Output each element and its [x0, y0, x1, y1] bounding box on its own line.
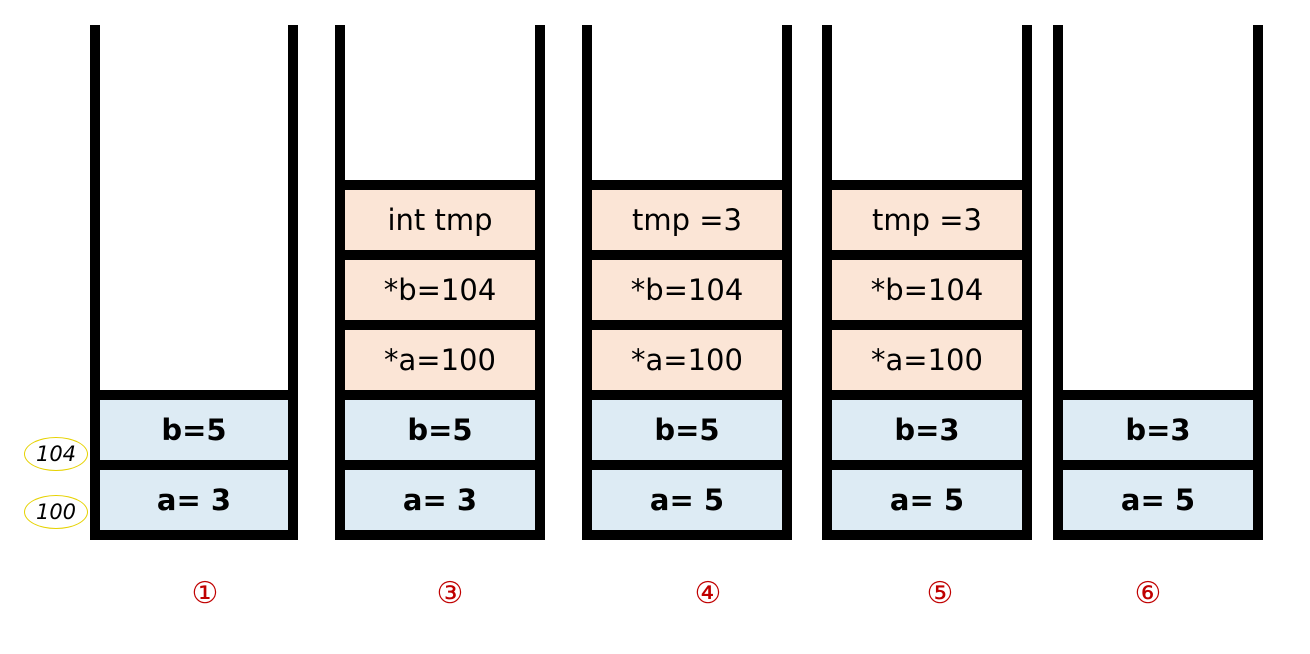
- stack-cell: tmp =3: [832, 180, 1022, 250]
- stack-cell: a= 3: [100, 460, 288, 530]
- stack-cell: b=3: [832, 390, 1022, 460]
- stack-cell: b=5: [345, 390, 535, 460]
- address-label-100: 100: [24, 495, 88, 529]
- step-label-1: ①: [191, 576, 219, 611]
- stack-cell: a= 5: [1063, 460, 1253, 530]
- stack-cell: b=3: [1063, 390, 1253, 460]
- step-label-3: ③: [436, 576, 464, 611]
- stack-cell: a= 3: [345, 460, 535, 530]
- stack-cell: *b=104: [592, 250, 782, 320]
- stack-cell: b=5: [592, 390, 782, 460]
- stack-cell: *a=100: [345, 320, 535, 390]
- stack-cell: *b=104: [832, 250, 1022, 320]
- stack-cell: a= 5: [832, 460, 1022, 530]
- stack-cell: tmp =3: [592, 180, 782, 250]
- stack-cell: *b=104: [345, 250, 535, 320]
- step-label-6: ⑥: [1134, 576, 1162, 611]
- stack-cell: *a=100: [832, 320, 1022, 390]
- address-label-104: 104: [24, 437, 88, 471]
- stack-cell: *a=100: [592, 320, 782, 390]
- stack-cell: b=5: [100, 390, 288, 460]
- step-label-5: ⑤: [926, 576, 954, 611]
- stack-cell: a= 5: [592, 460, 782, 530]
- stack-cell: int tmp: [345, 180, 535, 250]
- step-label-4: ④: [694, 576, 722, 611]
